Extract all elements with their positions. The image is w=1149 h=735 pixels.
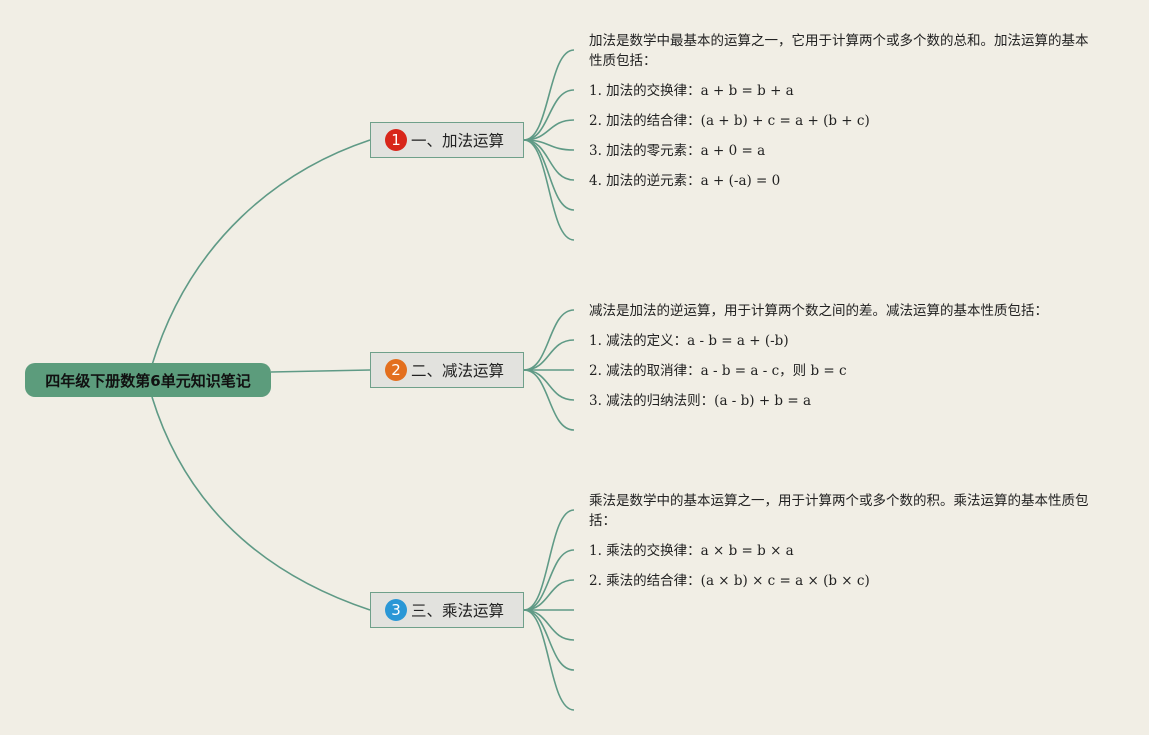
leaf-addition-associative[interactable]: 2. 加法的结合律：(a + b) + c = a + (b + c) — [589, 113, 870, 129]
branch-topic-multiplication[interactable]: 3 三、乘法运算 — [370, 592, 524, 628]
branch-1-leaf-connectors — [523, 49, 575, 241]
number-2-badge-icon: 2 — [385, 359, 407, 381]
leaf-subtraction-definition[interactable]: 1. 减法的定义：a - b = a + (-b) — [589, 333, 789, 349]
branch-topic-title: 二、减法运算 — [411, 362, 505, 380]
branch-2-leaf-connectors — [523, 309, 575, 431]
leaf-addition-zero-element[interactable]: 3. 加法的零元素：a + 0 = a — [589, 143, 766, 159]
leaf-multiplication-associative[interactable]: 2. 乘法的结合律：(a × b) × c = a × (b × c) — [589, 573, 870, 589]
branch-topic-addition[interactable]: 1 一、加法运算 — [370, 122, 524, 158]
leaf-subtraction-cancellation[interactable]: 2. 减法的取消律：a - b = a - c，则 b = c — [589, 363, 847, 379]
branch-topic-title: 三、乘法运算 — [411, 602, 505, 620]
leaf-addition-commutative[interactable]: 1. 加法的交换律：a + b = b + a — [589, 83, 794, 99]
leaf-subtraction-intro[interactable]: 减法是加法的逆运算，用于计算两个数之间的差。减法运算的基本性质包括： — [589, 303, 1048, 319]
leaf-addition-intro[interactable]: 加法是数学中最基本的运算之一，它用于计算两个或多个数的总和。加法运算的基本性质包… — [589, 33, 1089, 69]
root-topic[interactable]: 四年级下册数第6单元知识笔记 — [25, 363, 271, 397]
root-to-branch-3-connector — [151, 396, 371, 611]
branch-topic-subtraction[interactable]: 2 二、减法运算 — [370, 352, 524, 388]
root-topic-title: 四年级下册数第6单元知识笔记 — [45, 371, 251, 390]
root-to-branch-2-connector — [270, 369, 371, 373]
leaf-multiplication-intro[interactable]: 乘法是数学中的基本运算之一，用于计算两个或多个数的积。乘法运算的基本性质包括： — [589, 493, 1089, 529]
leaf-multiplication-commutative[interactable]: 1. 乘法的交换律：a × b = b × a — [589, 543, 794, 559]
number-1-badge-icon: 1 — [385, 129, 407, 151]
branch-topic-title: 一、加法运算 — [411, 132, 505, 150]
number-3-badge-icon: 3 — [385, 599, 407, 621]
branch-3-leaf-connectors — [523, 509, 575, 711]
leaf-addition-inverse[interactable]: 4. 加法的逆元素：a + (-a) = 0 — [589, 173, 781, 189]
leaf-subtraction-induction[interactable]: 3. 减法的归纳法则：(a - b) + b = a — [589, 393, 812, 409]
root-to-branch-1-connector — [151, 139, 371, 366]
